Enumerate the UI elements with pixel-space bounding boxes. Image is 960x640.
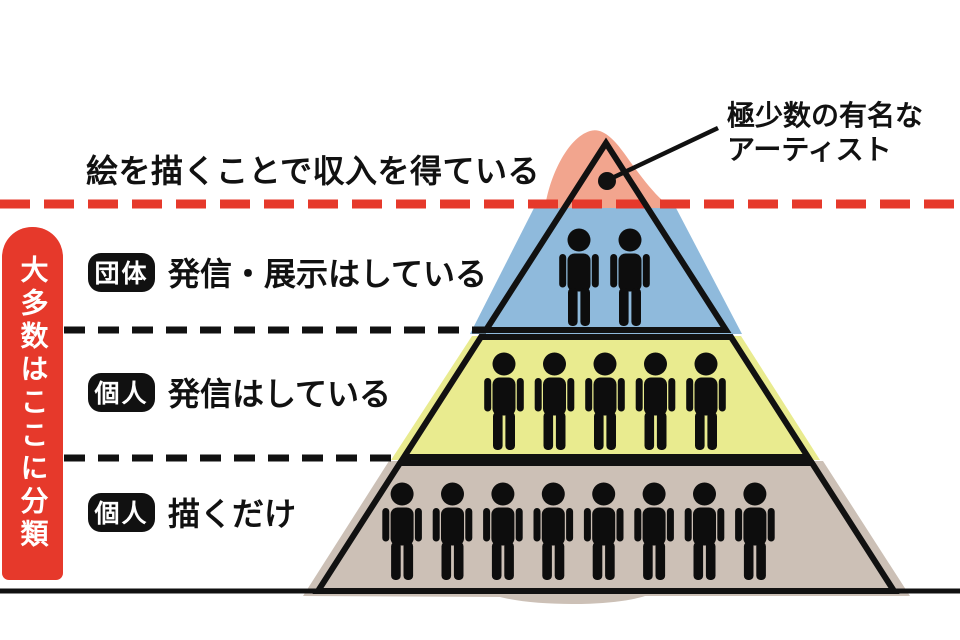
tier3-label-row: 個人 描くだけ	[88, 492, 297, 533]
majority-banner: 大多数はここに分類	[2, 227, 63, 580]
tier1-badge: 団体	[88, 252, 155, 292]
tier1-color-blob	[470, 208, 742, 334]
annotation-text: 極少数の有名な アーティスト	[727, 99, 923, 167]
tier2-label: 発信はしている	[168, 375, 392, 413]
annotation-line2: アーティスト	[727, 133, 892, 166]
tier2-badge: 個人	[88, 372, 155, 412]
tier3-badge: 個人	[88, 492, 155, 532]
tier1-label: 発信・展示はしている	[168, 255, 488, 293]
tier1-label-row: 団体 発信・展示はしている	[88, 252, 488, 293]
tier3-label: 描くだけ	[168, 495, 297, 533]
pyramid-top-outline	[480, 137, 732, 333]
annotation-pointer-dot	[598, 172, 616, 190]
majority-banner-text: 大多数はここに分類	[16, 255, 50, 552]
annotation-line1: 極少数の有名な	[727, 99, 924, 132]
tier2-outline	[398, 334, 814, 460]
tier2-label-row: 個人 発信はしている	[88, 372, 392, 413]
annotation-pointer-line	[609, 125, 719, 182]
page-title: 絵を描くことで収入を得ている	[86, 152, 541, 190]
